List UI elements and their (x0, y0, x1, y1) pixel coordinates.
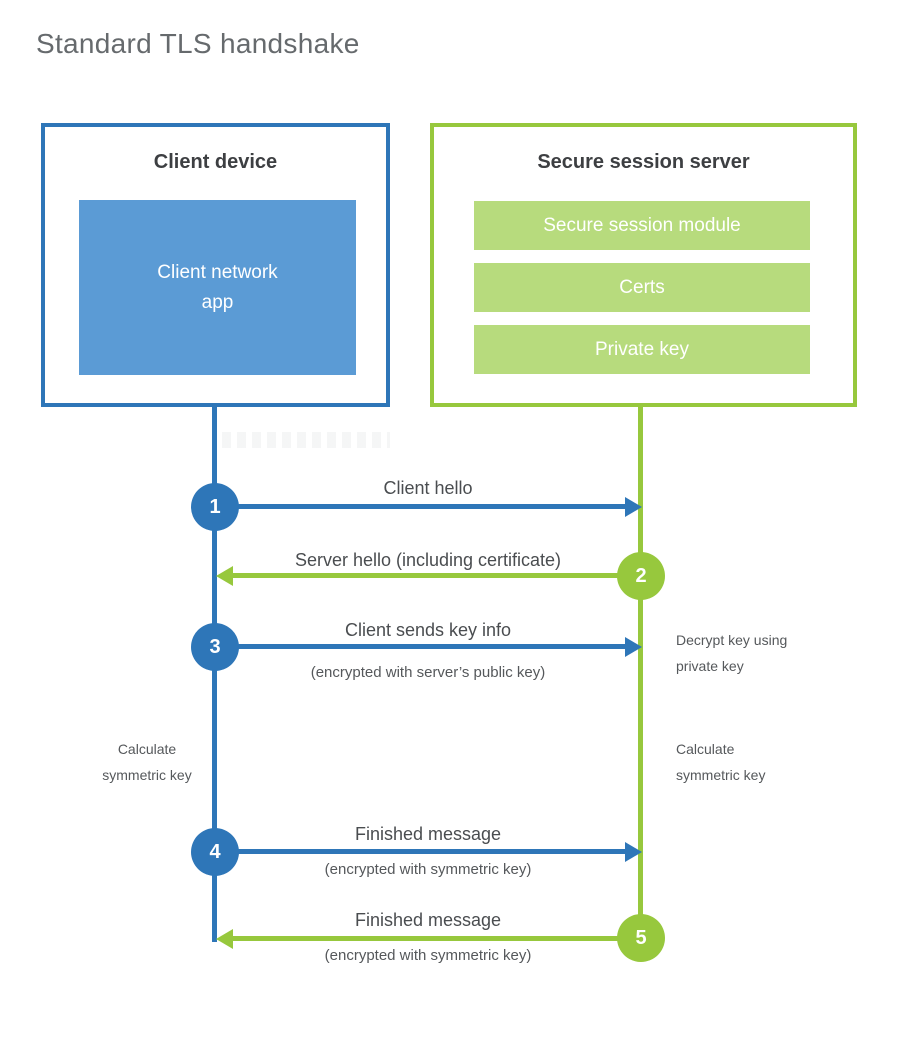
message-5-arrow (232, 936, 641, 941)
message-3-arrowhead-icon (625, 637, 642, 657)
message-2-arrow (232, 573, 641, 578)
message-4-arrow (215, 849, 627, 854)
server-box-title: Secure session server (537, 151, 750, 173)
server-module-secure-session: Secure session module (474, 201, 810, 250)
page-title: Standard TLS handshake (36, 28, 360, 59)
message-2-arrowhead-icon (216, 566, 233, 586)
message-3-label: Client sends key info (344, 620, 512, 640)
message-4-sublabel: (encrypted with symmetric key) (324, 861, 532, 878)
message-4-arrowhead-icon (625, 842, 642, 862)
message-1-label: Client hello (383, 478, 473, 498)
server-lifeline (638, 406, 643, 940)
message-3-arrow (215, 644, 627, 649)
server-module-certs: Certs (474, 263, 810, 312)
step-circle-3: 3 (191, 623, 239, 671)
client-lifeline (212, 406, 217, 942)
message-5-label: Finished message (354, 910, 502, 930)
step-circle-5: 5 (617, 914, 665, 962)
step-circle-1: 1 (191, 483, 239, 531)
message-3-sublabel: (encrypted with server’s public key) (310, 664, 546, 681)
step-circle-2: 2 (617, 552, 665, 600)
message-4-label: Finished message (354, 824, 502, 844)
message-5-sublabel: (encrypted with symmetric key) (324, 947, 532, 964)
message-1-arrow (215, 504, 627, 509)
client-network-app-block: Client network app (79, 200, 356, 375)
note-calculate-symmetric-key-client: Calculate symmetric key (102, 741, 192, 783)
note-decrypt-key: Decrypt key using private key (676, 632, 788, 674)
faint-artifact-row (222, 432, 390, 448)
client-box-title: Client device (153, 151, 278, 173)
message-2-label: Server hello (including certificate) (294, 550, 562, 570)
note-calculate-symmetric-key-server: Calculate symmetric key (676, 741, 766, 783)
server-module-private-key: Private key (474, 325, 810, 374)
message-5-arrowhead-icon (216, 929, 233, 949)
step-circle-4: 4 (191, 828, 239, 876)
message-1-arrowhead-icon (625, 497, 642, 517)
